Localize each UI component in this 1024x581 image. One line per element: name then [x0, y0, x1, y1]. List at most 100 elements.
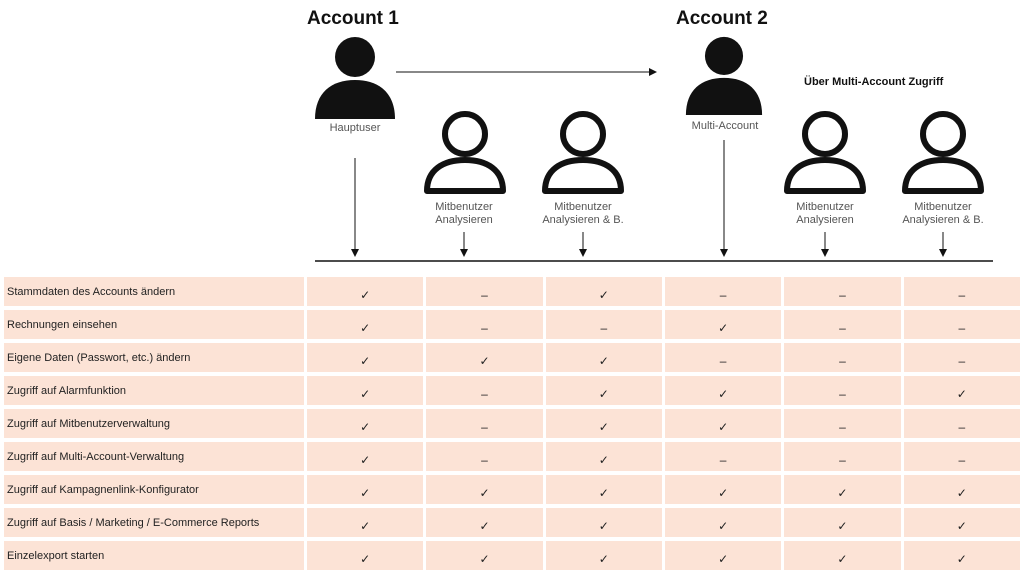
permission-cell: ✓ [423, 541, 543, 574]
permission-mark: – [481, 419, 488, 434]
permission-mark: ✓ [956, 386, 967, 401]
permission-cell: ✓ [304, 508, 424, 541]
permission-mark: ✓ [360, 419, 371, 434]
permission-mark: – [839, 386, 846, 401]
multi-account-label: Multi-Account [691, 120, 759, 132]
permission-cell: ✓ [304, 409, 424, 442]
permission-label: Rechnungen einsehen [4, 310, 305, 343]
table-row: Eigene Daten (Passwort, etc.) ändern✓✓✓–… [4, 343, 1020, 376]
permission-mark: ✓ [718, 518, 729, 533]
user-filled-icon [315, 37, 395, 119]
permission-mark: – [839, 419, 846, 434]
permission-cell: ✓ [542, 277, 662, 310]
mitbenutzer-analysieren-label: Mitbenutzer Analysieren [435, 201, 493, 226]
permission-mark: – [958, 419, 966, 434]
permission-mark: ✓ [360, 452, 371, 467]
permission-cell: – [900, 442, 1020, 475]
permission-cell: – [781, 277, 901, 310]
permission-mark: ✓ [360, 485, 371, 500]
permission-label: Stammdaten des Accounts ändern [4, 277, 305, 310]
permission-cell: ✓ [781, 541, 901, 574]
permission-mark: – [839, 452, 846, 467]
permission-mark: ✓ [956, 485, 967, 500]
permission-cell: ✓ [542, 508, 662, 541]
permission-mark: ✓ [360, 320, 371, 335]
table-row: Stammdaten des Accounts ändern✓–✓––– [4, 277, 1020, 310]
permission-cell: ✓ [304, 343, 424, 376]
permission-cell: – [423, 442, 543, 475]
permission-cell: ✓ [304, 376, 424, 409]
permission-mark: – [481, 452, 488, 467]
permission-mark: – [719, 452, 727, 467]
permission-mark: ✓ [598, 287, 609, 302]
account-1-title: Account 1 [307, 8, 399, 29]
table-row: Rechnungen einsehen✓––✓–– [4, 310, 1020, 343]
permission-label: Einzelexport starten [4, 541, 305, 574]
permission-mark: ✓ [837, 518, 848, 533]
permission-cell: – [900, 343, 1020, 376]
permission-mark: ✓ [598, 485, 609, 500]
table-row: Einzelexport starten✓✓✓✓✓✓ [4, 541, 1020, 574]
permission-cell: ✓ [661, 376, 782, 409]
permission-mark: – [481, 287, 488, 302]
user-outline-icon [424, 111, 506, 194]
table-row: Zugriff auf Basis / Marketing / E-Commer… [4, 508, 1020, 541]
permission-cell: ✓ [304, 277, 424, 310]
permission-cell: ✓ [900, 508, 1020, 541]
permission-mark: ✓ [479, 485, 490, 500]
permission-mark: ✓ [598, 452, 609, 467]
permission-mark: ✓ [479, 551, 490, 566]
table-row: Zugriff auf Mitbenutzerverwaltung✓–✓✓–– [4, 409, 1020, 442]
user-filled-icon [685, 36, 763, 115]
permission-label: Zugriff auf Basis / Marketing / E-Commer… [4, 508, 305, 541]
permission-cell: ✓ [900, 475, 1020, 508]
permission-mark: – [481, 386, 488, 401]
permission-mark: ✓ [718, 551, 729, 566]
permission-mark: ✓ [479, 353, 490, 368]
permission-cell: – [423, 277, 543, 310]
permission-cell: ✓ [304, 442, 424, 475]
permission-cell: – [423, 376, 543, 409]
permission-mark: ✓ [598, 518, 609, 533]
permission-cell: – [781, 343, 901, 376]
permission-mark: ✓ [718, 485, 729, 500]
mitbenutzer-analysieren-label: Mitbenutzer Analysieren [796, 201, 854, 226]
permission-cell: ✓ [781, 508, 901, 541]
permission-cell: ✓ [661, 475, 782, 508]
permission-mark: ✓ [479, 518, 490, 533]
permission-mark: ✓ [718, 386, 729, 401]
permission-mark: ✓ [360, 386, 371, 401]
permission-mark: – [719, 287, 727, 302]
permission-mark: ✓ [837, 485, 848, 500]
permission-mark: – [958, 287, 966, 302]
permission-label: Zugriff auf Alarmfunktion [4, 376, 305, 409]
permission-cell: – [542, 310, 662, 343]
permission-mark: ✓ [360, 518, 371, 533]
permission-cell: ✓ [542, 541, 662, 574]
permission-cell: ✓ [661, 310, 782, 343]
permission-label: Zugriff auf Multi-Account-Verwaltung [4, 442, 305, 475]
permission-cell: ✓ [661, 508, 782, 541]
permission-cell: ✓ [304, 310, 424, 343]
permission-mark: – [719, 353, 727, 368]
permission-cell: – [661, 277, 782, 310]
permission-cell: ✓ [542, 475, 662, 508]
multi-account-heading: Über Multi-Account Zugriff [804, 76, 944, 88]
permission-cell: – [781, 409, 901, 442]
permission-cell: – [900, 277, 1020, 310]
permission-mark: ✓ [956, 518, 967, 533]
permission-cell: – [423, 409, 543, 442]
permission-label: Zugriff auf Kampagnenlink-Konfigurator [4, 475, 305, 508]
hauptuser-label: Hauptuser [329, 122, 381, 134]
permission-mark: ✓ [598, 386, 609, 401]
permission-cell: – [781, 376, 901, 409]
permission-mark: – [839, 287, 846, 302]
permission-mark: ✓ [598, 353, 609, 368]
permission-mark: ✓ [360, 353, 371, 368]
permission-cell: – [781, 310, 901, 343]
table-row: Zugriff auf Multi-Account-Verwaltung ✓ – ✓ –… [4, 442, 1020, 475]
permission-cell: – [423, 310, 543, 343]
permission-cell: ✓ [900, 376, 1020, 409]
permission-cell: ✓ [304, 541, 424, 574]
